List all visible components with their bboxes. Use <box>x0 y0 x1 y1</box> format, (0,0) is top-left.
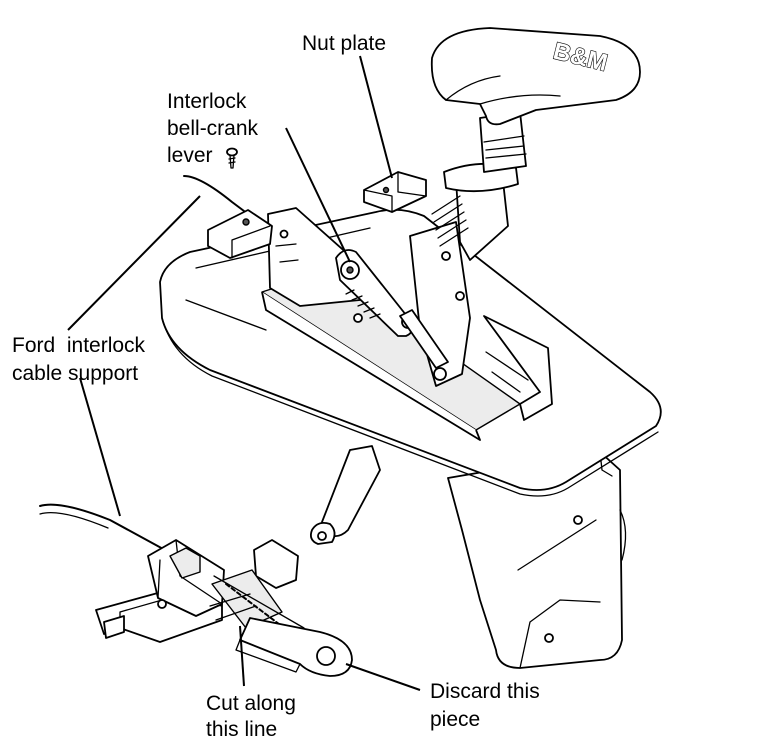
screw-icon <box>226 147 238 169</box>
shift-knob <box>430 27 641 126</box>
lower-shift-arm <box>321 445 381 538</box>
plate-edge-thickness <box>161 317 659 497</box>
mounting-bracket <box>447 451 623 669</box>
bracket-rib <box>517 519 597 571</box>
lever-bolt-bottom <box>455 291 465 301</box>
crank-stud <box>353 313 363 323</box>
cable-support-top <box>207 209 273 259</box>
label-cut-along: Cut along <box>206 692 296 715</box>
leader-bell-crank <box>285 127 351 263</box>
interlock-cable-lower <box>39 503 177 557</box>
label-ford-interlock: Ford interlock <box>12 334 146 357</box>
knob-contour <box>445 75 561 105</box>
bracket-side <box>619 509 627 561</box>
knob-logo: B&M <box>551 38 611 77</box>
interlock-cable-top <box>183 175 249 215</box>
leader-ford-lower <box>79 377 121 517</box>
cable-clip-top <box>242 218 250 226</box>
rod-threads <box>483 135 527 159</box>
bracket-slots <box>275 243 299 263</box>
cable-support-detail <box>39 503 353 677</box>
pivot-center <box>346 266 354 274</box>
cable-sheath <box>39 511 109 529</box>
leader-cut-along <box>239 625 245 687</box>
label-cable-support: cable support <box>12 362 138 385</box>
leader-nut-plate <box>359 55 393 179</box>
leader-discard <box>345 663 421 691</box>
label-lever: lever <box>167 144 213 167</box>
bracket-hole-upper <box>573 515 583 525</box>
bracket-hole <box>279 229 289 239</box>
support-tab <box>253 539 299 589</box>
leader-lines <box>67 55 421 691</box>
nut-plate-edges <box>363 171 427 213</box>
gate-rail-left <box>261 291 481 441</box>
shift-link <box>399 309 449 369</box>
crank-spring <box>345 289 381 319</box>
shaft-spring <box>431 195 469 247</box>
lever-bolt-top <box>441 251 451 261</box>
lever-spring <box>213 575 305 629</box>
labels: Nut plate Interlock bell-crank lever For… <box>12 32 540 741</box>
leader-ford-upper <box>67 195 201 331</box>
cable-support-top-edge <box>231 225 271 259</box>
discard-piece <box>239 617 353 677</box>
label-this-line: this line <box>206 718 277 741</box>
label-piece: piece <box>430 708 480 731</box>
label-nut-plate: Nut plate <box>302 32 386 55</box>
stud-nut <box>317 531 327 541</box>
gate-rail-detail <box>485 351 529 393</box>
shifter-assembly: B&M <box>159 27 662 669</box>
discard-hole <box>316 646 336 666</box>
gate-rail-right <box>483 315 553 421</box>
bracket-cutout <box>519 599 601 669</box>
label-bell-crank: bell-crank <box>167 117 259 140</box>
nut-plate-hole <box>382 186 390 194</box>
support-nut <box>157 599 167 609</box>
lever-pivot <box>433 367 447 381</box>
label-interlock: Interlock <box>167 90 247 113</box>
upright-slot <box>169 547 201 579</box>
discard-edge <box>235 639 301 673</box>
support-foot <box>103 615 125 639</box>
label-discard: Discard this <box>430 680 540 703</box>
bracket-hole-lower <box>544 633 554 643</box>
